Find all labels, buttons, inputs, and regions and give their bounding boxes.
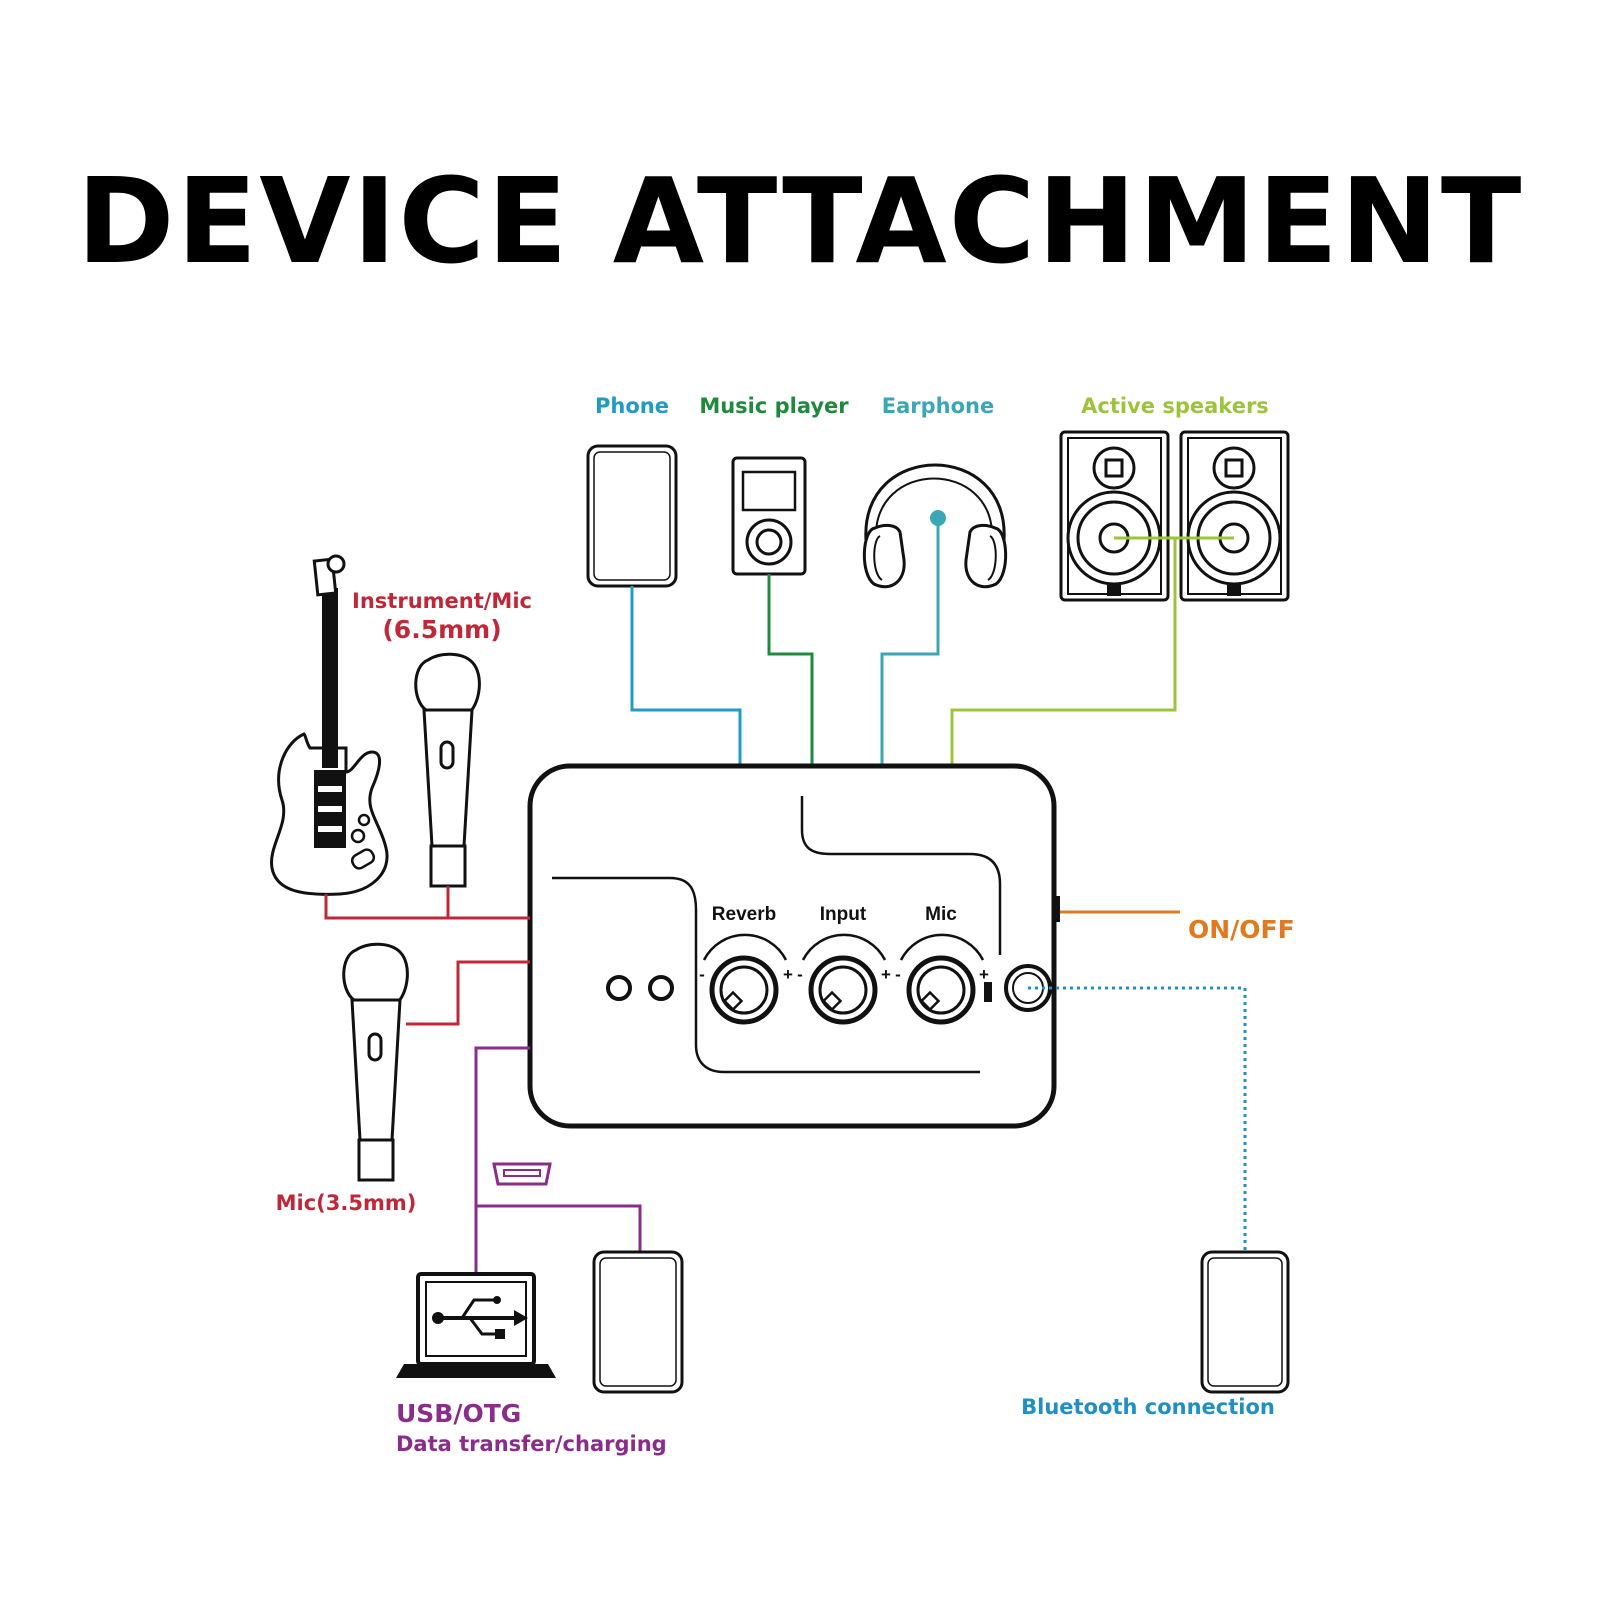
guitar-cable bbox=[324, 894, 530, 920]
input-plus: + bbox=[881, 965, 891, 984]
left-speaker-icon bbox=[1059, 430, 1170, 602]
otg-cable bbox=[476, 1204, 642, 1252]
headphones-icon bbox=[862, 463, 1008, 589]
usb-desc-label: Data transfer/charging bbox=[396, 1432, 667, 1456]
input-knob[interactable]: Input - + bbox=[797, 904, 891, 1025]
reverb-plus: + bbox=[783, 965, 793, 984]
mic-35mm-label: Mic(3.5mm) bbox=[276, 1191, 417, 1215]
mixer-device bbox=[527, 763, 1060, 1129]
bluetooth-link bbox=[1028, 986, 1247, 1252]
earphone-label: Earphone bbox=[882, 394, 994, 418]
earphone-cable bbox=[880, 518, 940, 766]
reverb-knob[interactable]: Reverb - + bbox=[699, 904, 793, 1025]
usb-cable bbox=[474, 1046, 530, 1276]
input-minus: - bbox=[797, 965, 803, 984]
input-label: Input bbox=[820, 904, 867, 925]
bluetooth-phone-icon bbox=[1200, 1250, 1290, 1394]
music-player-cable bbox=[767, 574, 814, 766]
reverb-minus: - bbox=[699, 965, 705, 984]
indicator-led-1 bbox=[606, 975, 632, 1001]
usb-otg-label: USB/OTG bbox=[396, 1399, 521, 1428]
music-player-icon bbox=[731, 456, 807, 576]
mic-plus: + bbox=[979, 965, 989, 984]
instrument-mic-size-label: (6.5mm) bbox=[382, 615, 501, 644]
phone-label: Phone bbox=[595, 394, 669, 418]
mini-usb-port-icon bbox=[492, 1162, 552, 1186]
phone-cable bbox=[630, 586, 742, 766]
indicator-led-2 bbox=[648, 975, 674, 1001]
instrument-mic-label: Instrument/Mic bbox=[352, 589, 532, 613]
mic-knob[interactable]: Mic - + bbox=[895, 904, 989, 1025]
phone-icon bbox=[586, 444, 678, 588]
page-title: DEVICE ATTACHMENT bbox=[77, 152, 1524, 290]
speakers-cable bbox=[950, 538, 1177, 766]
onoff-label: ON/OFF bbox=[1188, 915, 1295, 944]
microphone-35mm-icon bbox=[342, 942, 409, 1182]
otg-phone-icon bbox=[592, 1250, 684, 1394]
reverb-label: Reverb bbox=[712, 904, 776, 925]
guitar-icon bbox=[270, 554, 389, 896]
mic-minus: - bbox=[895, 965, 901, 984]
mic-input-jack bbox=[984, 982, 992, 1002]
microphone-65mm-icon bbox=[414, 652, 481, 888]
mic-35mm-cable bbox=[406, 960, 530, 1026]
right-speaker-icon bbox=[1179, 430, 1290, 602]
usb-symbol-icon bbox=[432, 1296, 528, 1339]
active-speakers-label: Active speakers bbox=[1081, 394, 1269, 418]
bluetooth-label: Bluetooth connection bbox=[1021, 1395, 1275, 1419]
music-player-label: Music player bbox=[699, 394, 849, 418]
mic-label: Mic bbox=[925, 904, 957, 925]
